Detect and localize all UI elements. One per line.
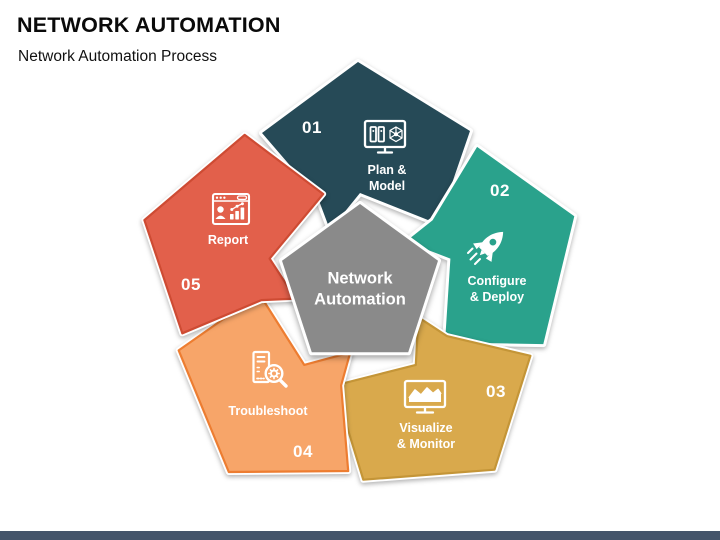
slide-title: NETWORK AUTOMATION — [17, 13, 281, 37]
step-04-number: 04 — [293, 442, 313, 461]
step-05-label: Report — [207, 233, 249, 247]
step-shape-border — [333, 316, 532, 481]
step-shape-border — [143, 133, 325, 335]
step-shape-border — [177, 292, 352, 474]
step-03-number: 03 — [486, 382, 506, 401]
step-01-number: 01 — [302, 118, 322, 137]
step-03-label: Visualize & Monitor — [396, 421, 456, 451]
slide-subtitle: Network Automation Process — [18, 48, 218, 65]
step-04-label: Troubleshoot — [228, 404, 308, 418]
step-01-label: Plan & Model — [367, 163, 407, 193]
step-02-number: 02 — [490, 181, 510, 200]
step-piece-03 — [331, 314, 534, 483]
step-piece-04 — [175, 290, 354, 475]
step-piece-05 — [141, 131, 327, 337]
step-02-label: Configure & Deploy — [467, 274, 527, 304]
footer-bar — [0, 531, 720, 540]
center-pentagon — [279, 201, 441, 356]
center-pentagon-label: Network Automation — [314, 269, 406, 309]
step-05-number: 05 — [181, 275, 201, 294]
